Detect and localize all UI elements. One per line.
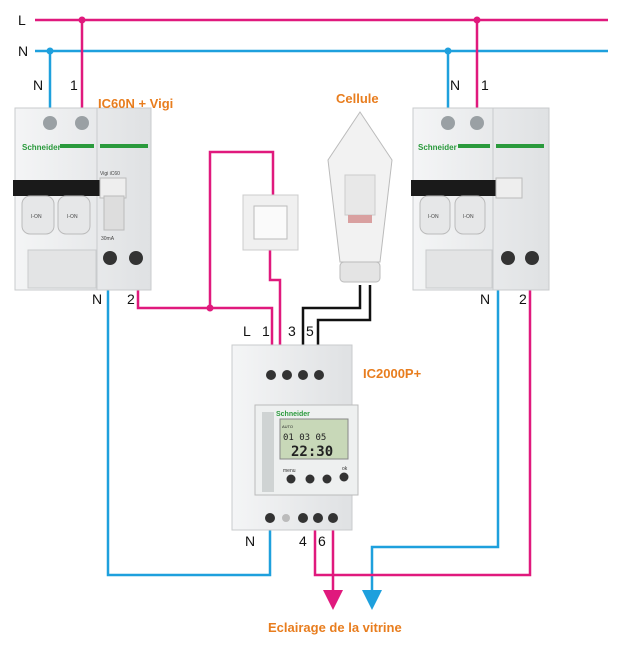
left-top-1: 1 <box>70 77 78 93</box>
pole-label-2: I-ON <box>67 214 78 220</box>
timer-1: 1 <box>262 323 270 339</box>
right-top-N: N <box>450 77 460 93</box>
right-button[interactable] <box>322 474 332 484</box>
push-switch[interactable] <box>242 194 299 251</box>
breaker-handle[interactable] <box>13 180 101 196</box>
ok-label: ok <box>342 466 348 472</box>
wires <box>48 20 532 610</box>
timer-N: N <box>245 533 255 549</box>
display-mode: AUTO <box>282 424 293 429</box>
timer-4: 4 <box>299 533 307 549</box>
brand-logo: Schneider <box>22 143 61 152</box>
ok-button[interactable] <box>339 472 349 482</box>
brand-logo: Schneider <box>418 143 457 152</box>
menu-label: menu <box>283 468 296 474</box>
light-sensor-cellule <box>327 111 393 283</box>
rating-label: 30mA <box>101 236 115 242</box>
pole-label-1: I-ON <box>31 214 42 220</box>
left-top-N: N <box>33 77 43 93</box>
display-time: 22:30 <box>291 444 333 460</box>
label-L: L <box>18 12 26 28</box>
timer-L: L <box>243 323 251 339</box>
vigi-label: Vigi iC60 <box>100 171 120 177</box>
timer-5: 5 <box>306 323 314 339</box>
display-date: 01 03 05 <box>283 433 326 443</box>
pole-label-2: I-ON <box>463 214 474 220</box>
pole-label-1: I-ON <box>428 214 439 220</box>
breaker-handle[interactable] <box>411 180 497 196</box>
cellule-title: Cellule <box>336 91 379 106</box>
right-bottom-2: 2 <box>519 291 527 307</box>
menu-button[interactable] <box>286 474 296 484</box>
right-bottom-N: N <box>480 291 490 307</box>
left-bottom-2: 2 <box>127 291 135 307</box>
right-top-1: 1 <box>481 77 489 93</box>
right-breaker: Schneider I-ON I-ON <box>411 107 550 291</box>
timer-ic2000p: Schneider AUTO 01 03 05 22:30 menu ok <box>231 344 359 531</box>
left-breaker-title: IC60N + Vigi <box>98 96 173 111</box>
left-button[interactable] <box>305 474 315 484</box>
timer-3: 3 <box>288 323 296 339</box>
timer-6: 6 <box>318 533 326 549</box>
label-N: N <box>18 43 28 59</box>
lcd-display <box>279 418 349 460</box>
left-breaker-ic60n-vigi: Schneider Vigi iC60 I-ON I-ON 30mA <box>13 107 152 291</box>
output-label: Eclairage de la vitrine <box>268 620 402 635</box>
brand-logo: Schneider <box>276 411 310 418</box>
left-bottom-N: N <box>92 291 102 307</box>
timer-title: IC2000P+ <box>363 366 422 381</box>
